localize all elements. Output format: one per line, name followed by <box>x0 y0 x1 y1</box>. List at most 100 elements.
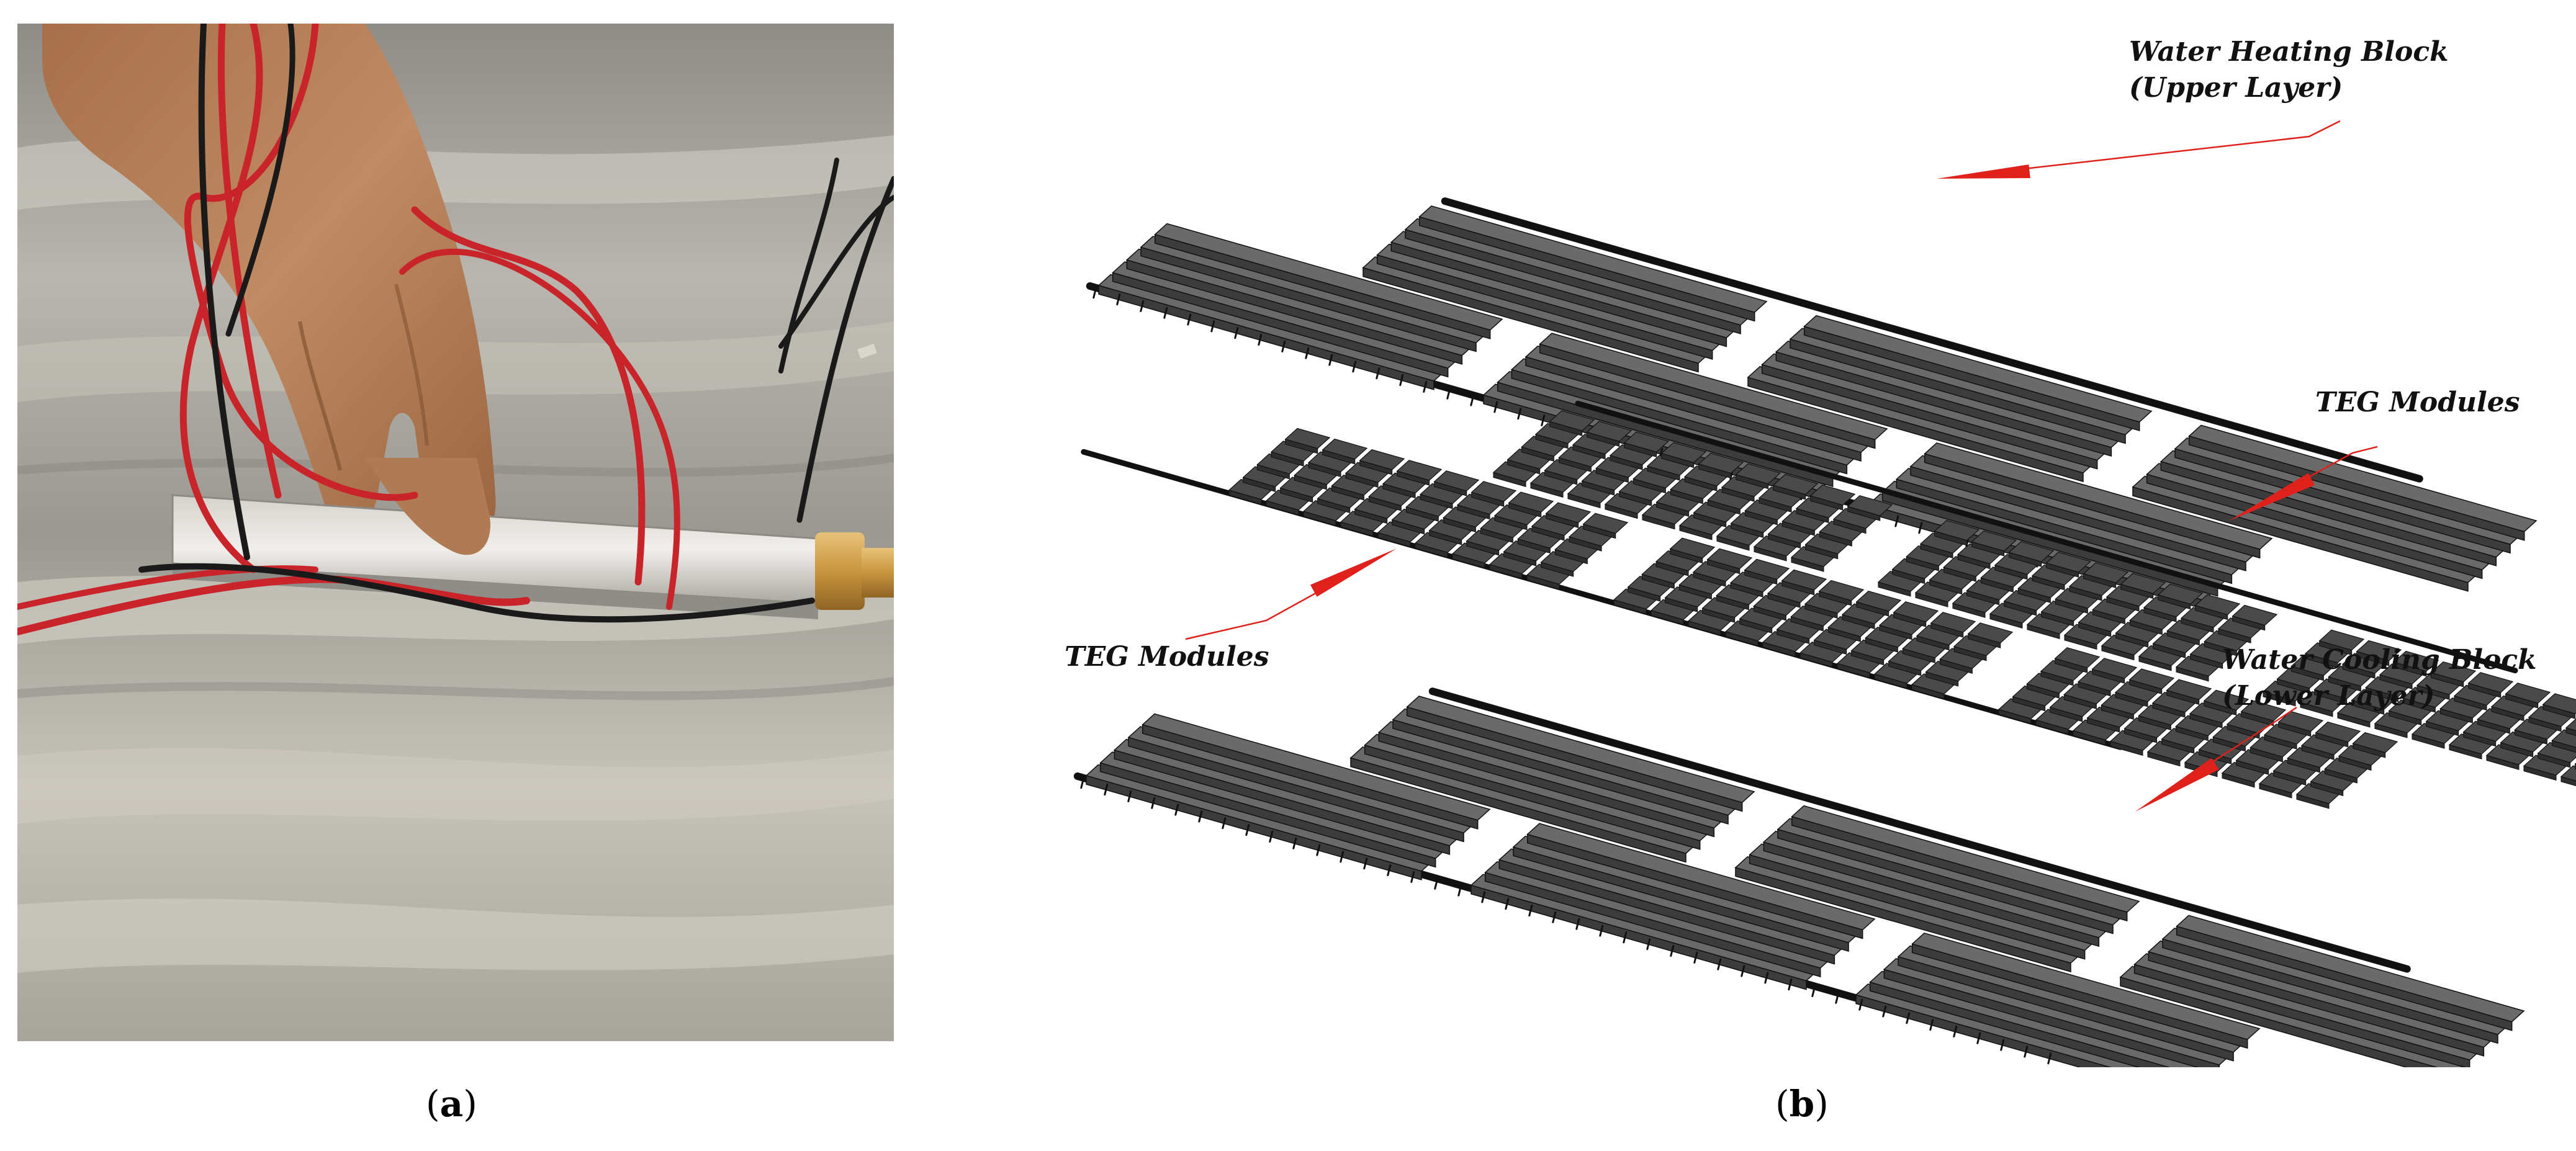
cooling-rail-tick <box>1670 945 1675 957</box>
heating-fin <box>1803 315 2153 423</box>
teg-module <box>2318 629 2365 651</box>
heating-rail-tick <box>1446 387 1451 400</box>
cooling-rail-tick <box>1080 777 1085 789</box>
exploded-teg-diagram <box>1073 120 2576 1100</box>
teg-module <box>2393 650 2439 672</box>
caption-a-letter: a <box>439 1083 464 1125</box>
teg-module <box>2203 689 2249 711</box>
heating-rail-tick <box>1116 293 1121 306</box>
cooling-rail-tick <box>1174 804 1179 816</box>
label-teg-modules-left: TEG Modules <box>1065 639 1269 675</box>
cooling-rail-tick <box>1976 1032 1981 1044</box>
cooling-rail-tick <box>1198 810 1203 823</box>
teg-module <box>1967 622 2014 643</box>
heating-rail-tick <box>1092 287 1097 299</box>
teg-module <box>2166 679 2212 701</box>
heating-rail-tick <box>1894 515 1899 527</box>
teg-module <box>1586 421 1633 442</box>
cooling-rail-tick <box>1906 1012 1911 1024</box>
teg-module <box>1284 428 1331 449</box>
cooling-rail-tick <box>1316 844 1321 856</box>
water-heating-block <box>1086 197 2538 610</box>
heating-fin <box>2188 424 2538 532</box>
label-cooling-line2: (Lower Layer) <box>2222 680 2435 712</box>
heating-back-rail <box>1441 197 2423 483</box>
heating-rail-tick <box>1517 408 1522 420</box>
teg-module <box>2054 647 2101 668</box>
heating-rail-tick <box>1210 320 1215 333</box>
brass-fitting <box>815 532 865 610</box>
teg-module <box>2194 594 2241 616</box>
teg-module <box>2315 721 2361 743</box>
cooling-rail-tick <box>1387 864 1392 877</box>
teg-module <box>2467 672 2514 693</box>
arrow-teg-left <box>1310 549 1397 597</box>
teg-module <box>1470 481 1517 502</box>
teg-module <box>1669 537 1716 559</box>
heating-rail-tick <box>1376 367 1380 380</box>
teg-module <box>2560 765 2576 782</box>
label-heating-line1: Water Heating Block <box>2129 36 2449 68</box>
cooling-rail-tick <box>1340 851 1344 863</box>
cooling-fin <box>1911 933 2261 1041</box>
teg-module <box>2505 683 2551 704</box>
teg-back-rail <box>1575 400 2518 674</box>
heating-rail-tick <box>1399 374 1404 387</box>
caption-a: (a) <box>426 1083 477 1125</box>
teg-module-layer <box>1081 400 2576 809</box>
cooling-rail-tick <box>1929 1019 1934 1031</box>
cooling-rail-tick <box>1457 884 1462 897</box>
cooling-rail-tick <box>1811 985 1816 998</box>
label-water-cooling-block: Water Cooling Block (Lower Layer) <box>2222 642 2537 714</box>
teg-module <box>2045 552 2092 573</box>
teg-prototype-photo <box>17 24 894 1041</box>
heating-rail-tick <box>1163 307 1168 319</box>
teg-module <box>1930 612 1976 633</box>
cooling-rail-tick <box>1693 951 1698 964</box>
teg-module <box>2542 693 2576 714</box>
teg-module <box>1818 580 1865 601</box>
heating-rail-tick <box>1187 313 1192 326</box>
cooling-back-rail <box>1428 687 2411 973</box>
arrow-heating-block-leader <box>2029 120 2341 169</box>
heating-rail-tick <box>1541 414 1546 427</box>
cooling-rail-tick <box>1882 1005 1887 1018</box>
heating-rail-tick <box>1281 340 1286 352</box>
arrow-teg-right-leader <box>2309 446 2378 477</box>
cooling-fin <box>1406 696 1755 804</box>
arrow-teg-right <box>2228 473 2315 521</box>
cooling-rail-tick <box>1269 830 1274 843</box>
heating-rail-tick <box>1470 394 1475 406</box>
teg-module <box>2565 718 2576 732</box>
cooling-rail-tick <box>1835 992 1840 1004</box>
teg-module <box>1781 569 1827 591</box>
teg-module <box>1545 502 1592 524</box>
cooling-rail-tick <box>1764 972 1769 984</box>
arrow-cooling-block <box>2135 758 2219 812</box>
heating-fin <box>1154 223 1503 331</box>
teg-module-side <box>2565 727 2576 737</box>
cooling-fin <box>1791 805 2140 913</box>
teg-module <box>1396 460 1443 481</box>
cooling-rail-tick <box>1434 877 1439 890</box>
teg-module <box>1735 463 1781 485</box>
teg-module <box>1855 590 1902 612</box>
teg-module <box>2157 583 2204 605</box>
label-cooling-line1: Water Cooling Block <box>2222 644 2537 676</box>
heating-rail-tick <box>1352 361 1357 373</box>
cooling-rail-tick <box>2024 1046 2029 1058</box>
cooling-rail-tick <box>1363 858 1368 870</box>
label-teg-right-text: TEG Modules <box>2315 387 2520 418</box>
teg-module-side <box>2560 776 2576 787</box>
teg-module <box>2352 732 2398 753</box>
label-heating-line2: (Upper Layer) <box>2129 72 2343 104</box>
teg-module <box>2356 640 2402 661</box>
cooling-rail-tick <box>1222 817 1227 830</box>
teg-module <box>1847 495 1893 516</box>
teg-module <box>1582 513 1629 534</box>
cooling-rail-tick <box>2047 1052 2052 1065</box>
teg-module <box>2128 668 2175 690</box>
teg-module <box>1698 452 1744 474</box>
heating-rail-tick <box>1328 354 1333 366</box>
cooling-rail-tick <box>2000 1039 2005 1051</box>
